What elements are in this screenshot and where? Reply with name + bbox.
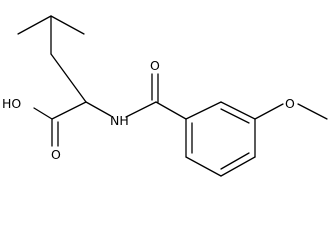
hydroxyl-label: HO — [2, 96, 21, 111]
ether-oxygen-label: O — [285, 96, 295, 111]
bond-ether-oxygen-methyl — [297, 103, 328, 120]
bond-carbonyl-ring — [155, 101, 187, 120]
bond-ch2-alpha — [50, 53, 87, 103]
amide-group — [85, 73, 187, 120]
ring-bond-2 — [220, 101, 256, 120]
amide-oxygen-label: O — [150, 58, 160, 73]
bond-alpha-nh — [85, 101, 112, 117]
chemical-structure: HO O NH O O — [2, 15, 328, 177]
isobutyl-group — [17, 15, 87, 103]
amide-nh-label: NH — [110, 113, 129, 128]
carboxylic-acid-group — [33, 101, 87, 147]
methoxy-group — [254, 103, 328, 120]
carboxyl-oxygen-label: O — [51, 147, 61, 162]
ring-bond-4 — [220, 156, 256, 177]
bond-nh-carbonyl — [125, 101, 157, 118]
bond-methyl-a — [17, 15, 52, 35]
ring-bond-5 — [185, 156, 222, 177]
bond-methyl-b — [50, 15, 85, 35]
ring-bond-1 — [185, 101, 222, 120]
bond-carboxyl-oh — [33, 107, 53, 120]
ring-inner-bond-b — [220, 152, 250, 170]
bond-ring-ether-oxygen — [254, 103, 284, 120]
benzene-ring — [185, 101, 256, 177]
ring-inner-bond-a — [220, 108, 250, 124]
bond-alpha-carboxyl — [51, 101, 87, 120]
